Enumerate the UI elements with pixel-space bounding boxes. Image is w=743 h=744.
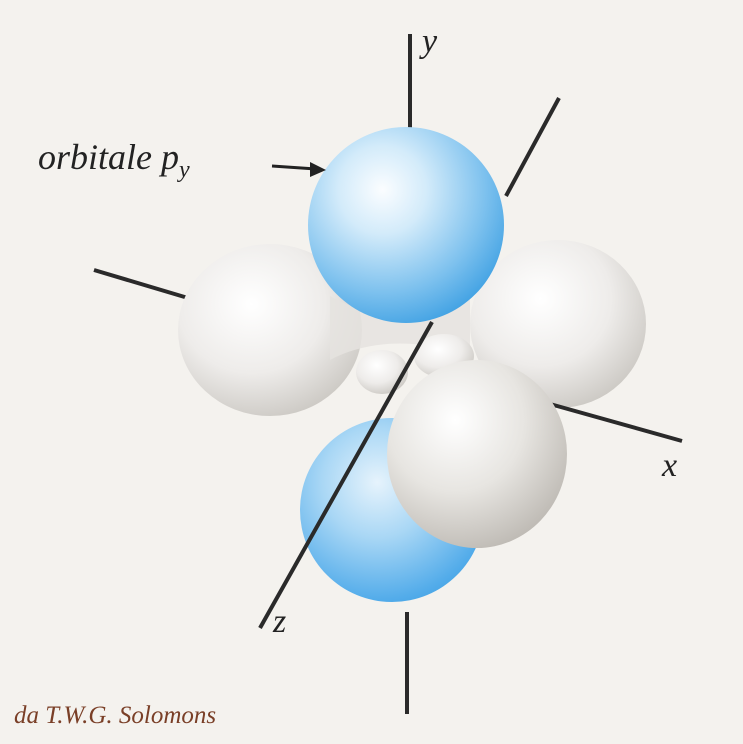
source-credit: da T.W.G. Solomons <box>14 702 217 729</box>
nucleus-node-left <box>356 350 408 394</box>
p-z-lobe-front <box>387 360 567 548</box>
y-axis-label: y <box>419 23 438 60</box>
orbital-callout-label: orbitale py <box>38 136 190 184</box>
z-axis-back <box>504 97 561 197</box>
x-axis-label: x <box>661 447 677 484</box>
callout-arrow-head <box>310 162 326 177</box>
z-axis-label: z <box>272 603 286 640</box>
p-x-lobe-right <box>470 240 646 408</box>
x-axis-right <box>549 402 683 443</box>
callout-arrow-line <box>271 164 317 171</box>
p-y-lobe-upper <box>308 127 504 323</box>
x-axis-left <box>93 268 189 300</box>
z-axis-front <box>258 321 434 629</box>
callout-text: orbitale p <box>38 137 179 177</box>
callout-subscript: y <box>179 157 190 183</box>
p-x-lobe-left <box>178 244 362 416</box>
